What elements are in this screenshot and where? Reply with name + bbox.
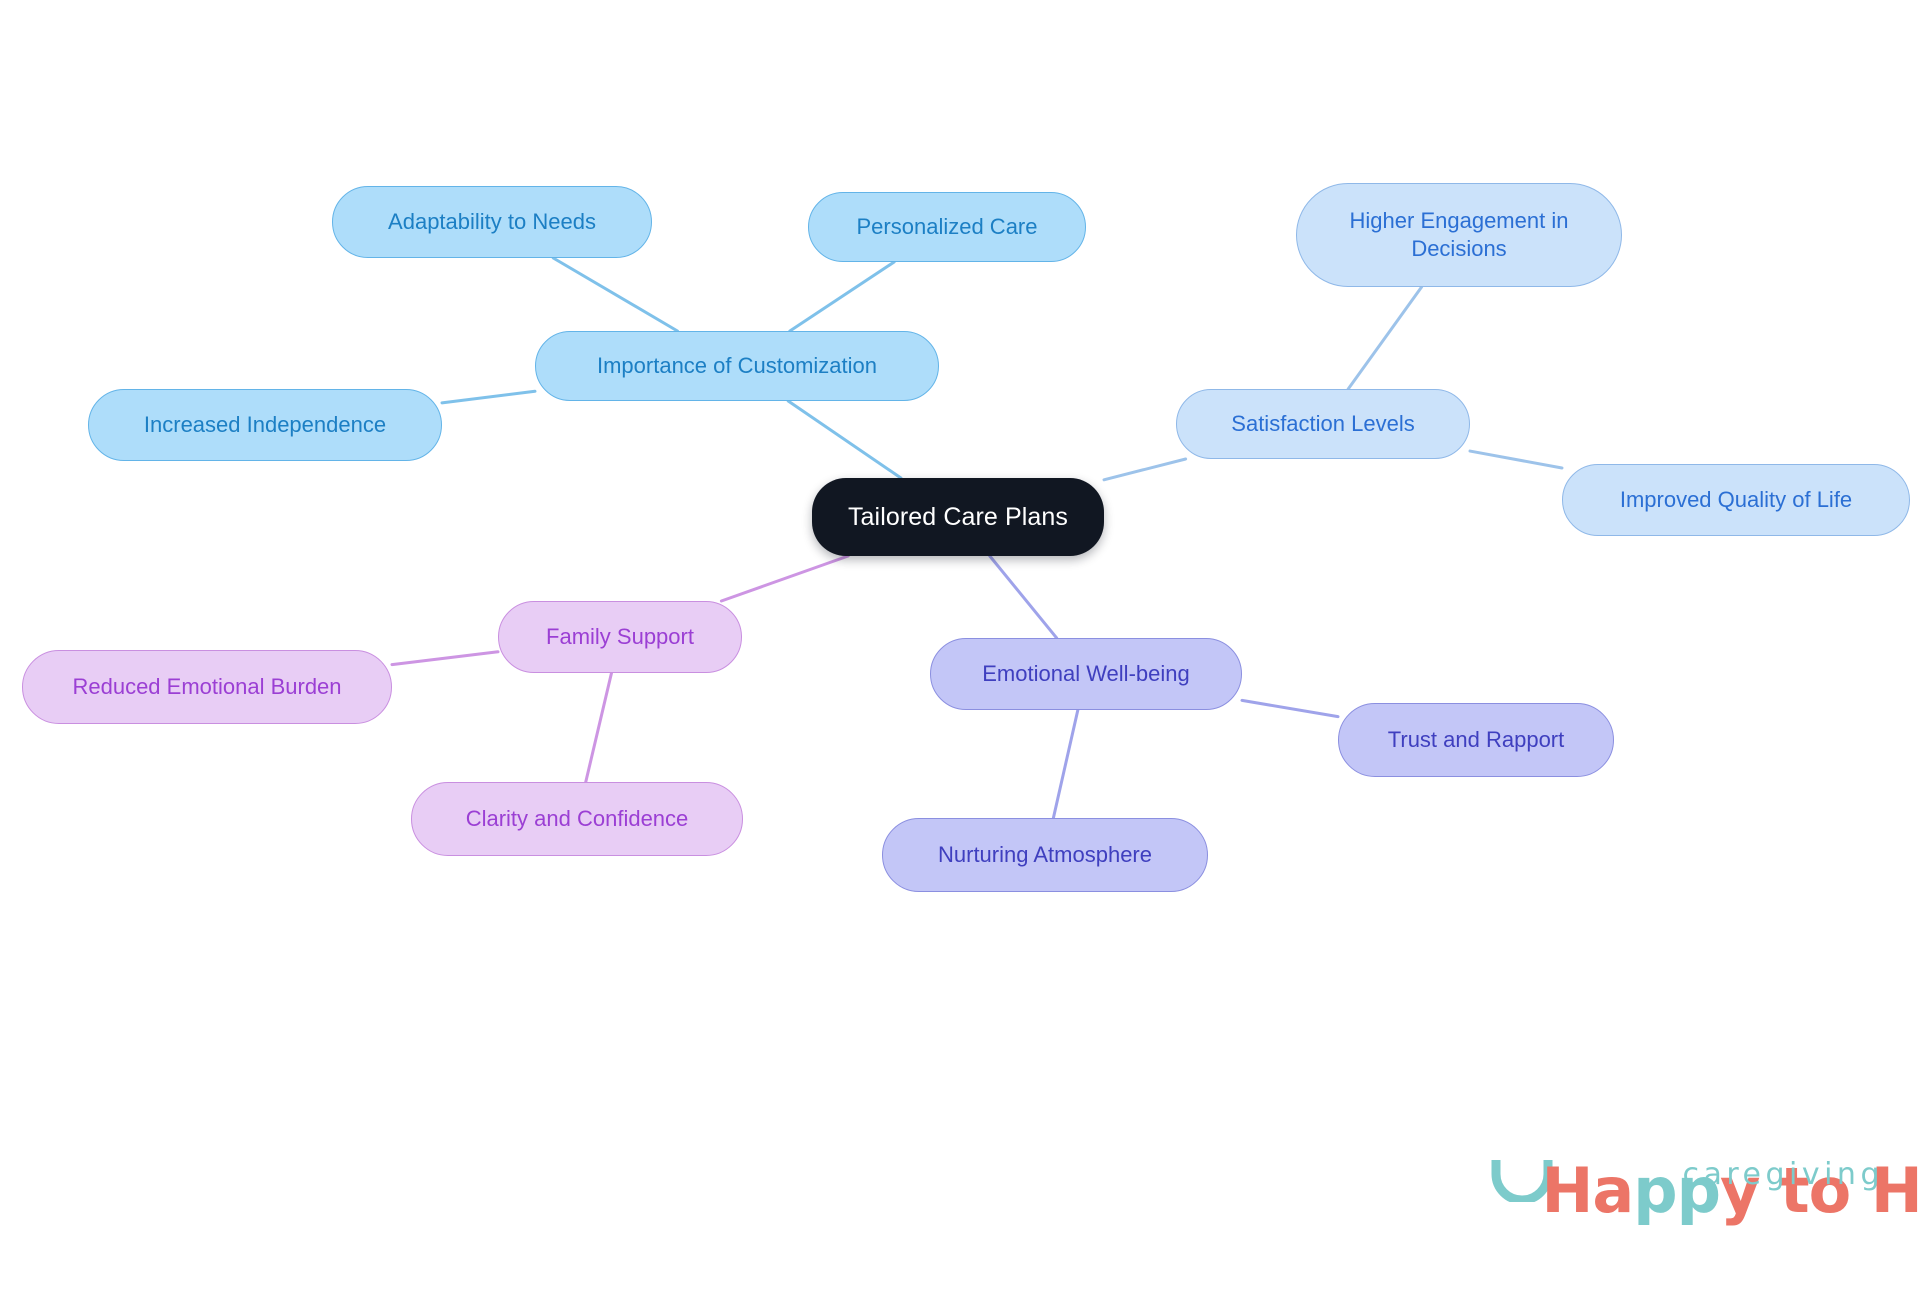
logo-text-y: y (1720, 1154, 1760, 1227)
smile-arc-icon (1491, 1160, 1553, 1202)
mindmap-node-higher-engagement[interactable]: Higher Engagement in Decisions (1296, 183, 1622, 287)
logo-tagline: caregiving (1682, 1157, 1884, 1192)
node-label-nurturing-atmosphere: Nurturing Atmosphere (938, 841, 1152, 867)
mindmap-edge-satisfaction-to-improved-quality (1468, 449, 1564, 470)
mindmap-edge-emotional-wellbeing-to-trust-rapport (1240, 698, 1340, 719)
mindmap-edge-root-to-family-support (719, 554, 850, 603)
mindmap-node-satisfaction[interactable]: Satisfaction Levels (1176, 389, 1470, 459)
node-label-clarity-confidence: Clarity and Confidence (465, 805, 689, 831)
logo-text-ha: Ha (1541, 1154, 1635, 1227)
mindmap-node-trust-rapport[interactable]: Trust and Rapport (1338, 703, 1614, 777)
brand-logo: Happy to Help caregiving (1418, 1098, 1920, 1222)
mindmap-edge-customization-to-increased-independence (440, 389, 537, 405)
mindmap-node-customization[interactable]: Importance of Customization (535, 331, 939, 401)
mindmap-node-emotional-wellbeing[interactable]: Emotional Well-being (930, 638, 1242, 710)
mindmap-edge-customization-to-personalized-care (788, 260, 896, 333)
node-label-root: Tailored Care Plans (847, 503, 1069, 531)
mindmap-node-nurturing-atmosphere[interactable]: Nurturing Atmosphere (882, 818, 1208, 892)
mindmap-node-improved-quality[interactable]: Improved Quality of Life (1562, 464, 1910, 536)
mindmap-node-root[interactable]: Tailored Care Plans (812, 478, 1104, 556)
mindmap-edge-satisfaction-to-higher-engagement (1346, 285, 1424, 391)
mindmap-edge-root-to-satisfaction (1102, 457, 1188, 482)
edge-layer (390, 256, 1564, 820)
mindmap-edge-root-to-emotional-wellbeing (988, 554, 1059, 640)
node-label-trust-rapport: Trust and Rapport (1387, 726, 1565, 752)
mindmap-node-family-support[interactable]: Family Support (498, 601, 742, 673)
node-label-adaptability: Adaptability to Needs (388, 208, 596, 234)
mindmap-edge-customization-to-adaptability (551, 256, 679, 333)
node-label-increased-independence: Increased Independence (143, 411, 387, 437)
mindmap-node-clarity-confidence[interactable]: Clarity and Confidence (411, 782, 743, 856)
mindmap-edge-family-support-to-clarity-confidence (584, 671, 613, 784)
logo-text-to-help: to Help (1780, 1154, 1920, 1227)
node-label-reduced-burden: Reduced Emotional Burden (72, 673, 342, 699)
node-label-satisfaction: Satisfaction Levels (1231, 410, 1415, 436)
node-label-personalized-care: Personalized Care (856, 213, 1038, 239)
mindmap-node-increased-independence[interactable]: Increased Independence (88, 389, 442, 461)
mindmap-node-reduced-burden[interactable]: Reduced Emotional Burden (22, 650, 392, 724)
node-label-customization: Importance of Customization (596, 352, 878, 378)
node-label-higher-engagement: Higher Engagement in Decisions (1349, 207, 1569, 261)
node-label-improved-quality: Improved Quality of Life (1619, 486, 1853, 512)
logo-text-pp: pp (1633, 1154, 1721, 1227)
mindmap-canvas: Tailored Care Plans Importance of Customi… (22, 183, 1920, 1222)
mindmap-edge-family-support-to-reduced-burden (390, 650, 500, 667)
mindmap-edge-emotional-wellbeing-to-nurturing-atmosphere (1051, 708, 1080, 820)
node-label-emotional-wellbeing: Emotional Well-being (982, 660, 1190, 686)
node-label-family-support: Family Support (546, 623, 694, 649)
logo-wordmark: Happy to Help (1418, 1098, 1920, 1284)
mindmap-edge-root-to-customization (786, 399, 903, 480)
mindmap-node-adaptability[interactable]: Adaptability to Needs (332, 186, 652, 258)
mindmap-node-personalized-care[interactable]: Personalized Care (808, 192, 1086, 262)
